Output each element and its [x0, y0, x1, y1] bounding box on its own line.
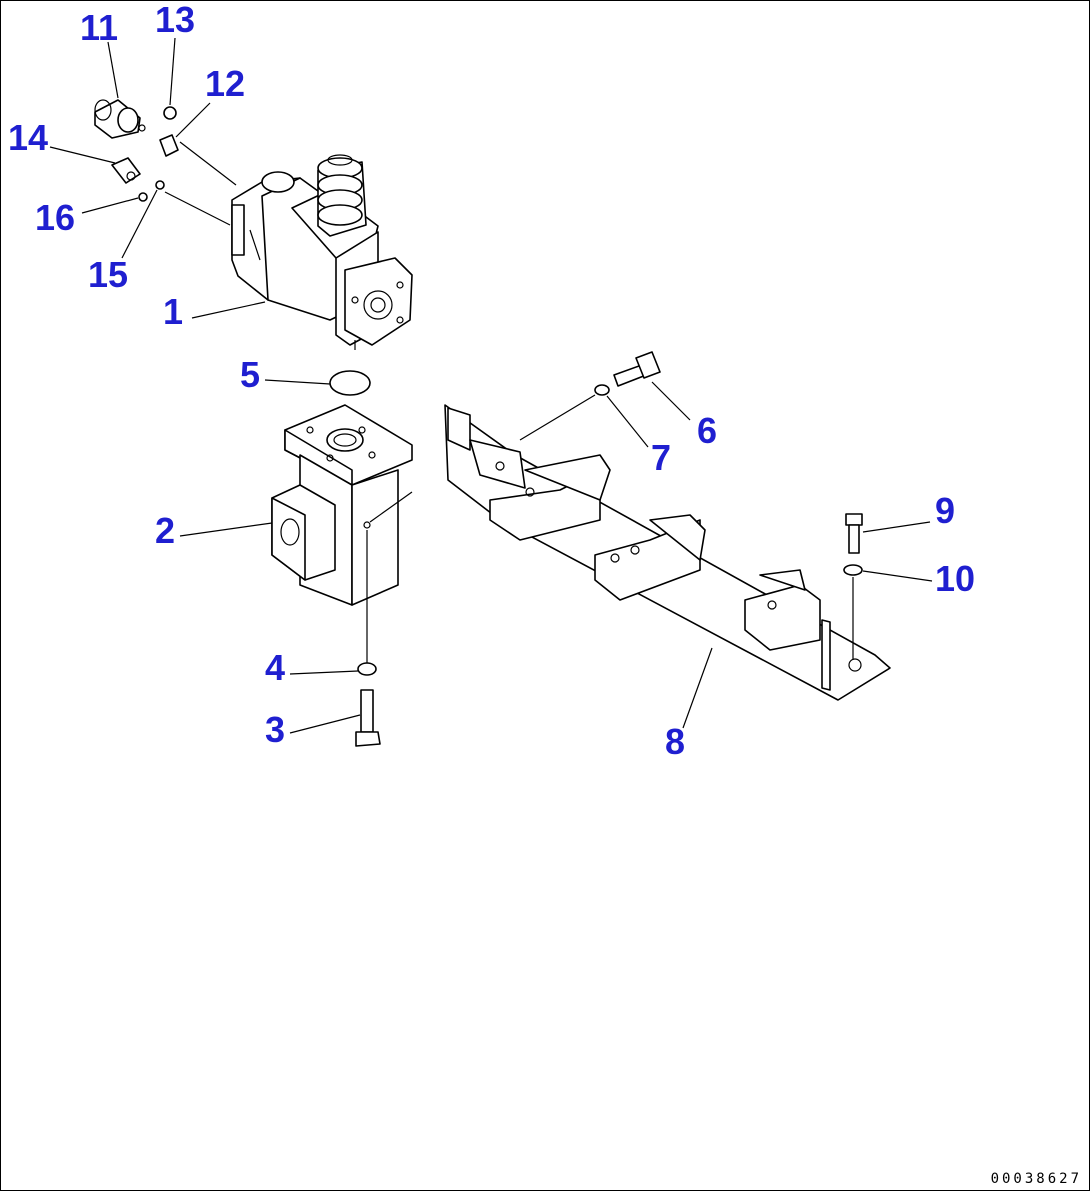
- part-14-fitting: [111, 157, 141, 184]
- part-5-o-ring: [329, 370, 371, 396]
- callout-1: 1: [163, 291, 184, 332]
- part-2-block: [271, 404, 413, 606]
- callout-16: 16: [35, 197, 76, 238]
- part-6-bolt: [613, 351, 661, 387]
- part-3-bolt: [355, 689, 381, 747]
- callout-3: 3: [265, 709, 286, 750]
- callout-11: 11: [80, 7, 119, 48]
- part-7-washer: [594, 384, 610, 396]
- part-8-bracket: [444, 404, 891, 701]
- callout-14: 14: [8, 117, 49, 158]
- part-13-plug: [163, 106, 177, 120]
- part-16-ring: [138, 192, 148, 202]
- part-15-ring: [155, 180, 165, 190]
- callout-4: 4: [265, 647, 286, 688]
- callout-10: 10: [935, 558, 976, 599]
- callout-15: 15: [88, 254, 129, 295]
- part-9-bolt: [845, 513, 863, 554]
- callout-9: 9: [935, 490, 956, 531]
- part-1-valve: [231, 154, 413, 350]
- callout-5: 5: [240, 354, 261, 395]
- callout-6: 6: [697, 410, 718, 451]
- callout-2: 2: [155, 510, 176, 551]
- callout-7: 7: [651, 437, 672, 478]
- part-4-washer: [357, 662, 377, 676]
- drawing-code: 00038627: [990, 1171, 1082, 1187]
- leader-lines: [49, 37, 933, 734]
- callout-13: 13: [155, 0, 196, 40]
- callout-8: 8: [665, 721, 686, 762]
- part-10-washer: [843, 564, 863, 576]
- part-12-seal: [159, 134, 179, 157]
- part-11-fitting: [94, 99, 146, 139]
- callout-12: 12: [205, 63, 246, 104]
